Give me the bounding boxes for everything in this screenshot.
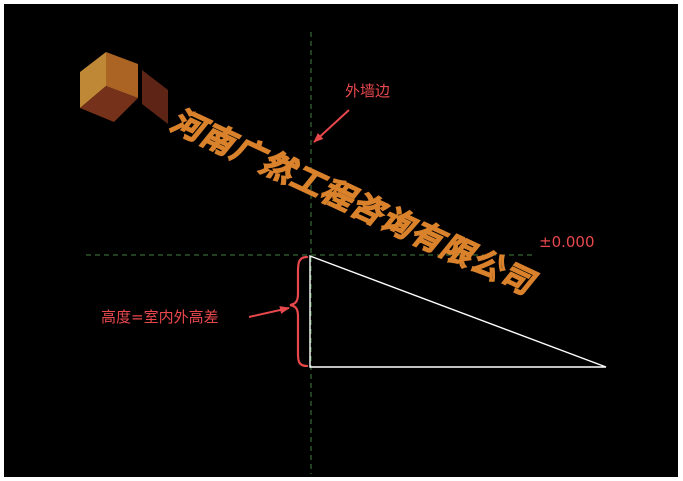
height-brace [289,255,309,368]
cad-viewport[interactable]: 外墙边 ±0.000 高度=室内外高差 河南广然工程咨询有限公司 [4,4,678,477]
outer-wall-arrow [313,109,350,143]
cad-drawing: 外墙边 ±0.000 高度=室内外高差 河南广然工程咨询有限公司 [80,32,607,474]
watermark-company-text: 河南广然工程咨询有限公司 [166,103,542,304]
height-arrow [248,306,290,318]
height-label: 高度=室内外高差 [101,308,219,326]
elevation-label: ±0.000 [539,233,595,251]
slope-triangle [309,254,607,368]
outer-wall-label: 外墙边 [345,82,390,100]
watermark-logo-icon [80,52,168,124]
